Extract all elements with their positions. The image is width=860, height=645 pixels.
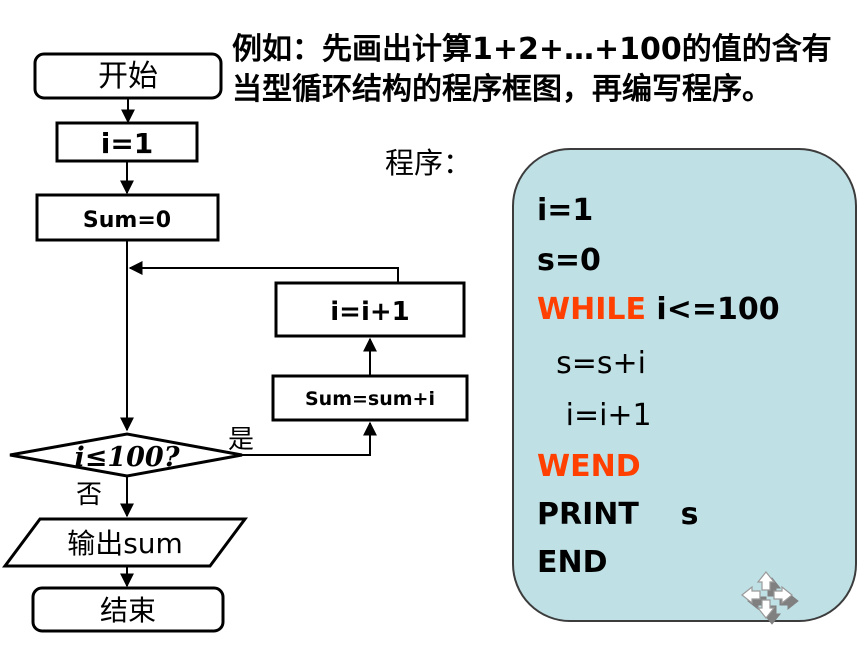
code-line-2: s=0	[537, 243, 601, 278]
accumulate-label: Sum=sum+i	[305, 388, 435, 410]
code-line-7: PRINT s	[537, 497, 699, 532]
increment-label: i=i+1	[330, 297, 410, 327]
code-line-8: END	[537, 545, 608, 580]
keyword-while: WHILE	[537, 292, 646, 327]
code-line-3: WHILE i<=100	[537, 292, 780, 327]
program-label: 程序：	[385, 146, 473, 180]
code-line-1: i=1	[537, 193, 594, 228]
end-label: 结束	[100, 594, 156, 627]
code-line-6: WEND	[537, 449, 641, 484]
init-sum-box	[35, 193, 220, 242]
init-sum-label: Sum=0	[83, 208, 171, 233]
init-i-label: i=1	[101, 127, 154, 160]
description-expression: 1+2+…+100	[472, 32, 682, 67]
decision-diamond	[9, 432, 243, 478]
description-prefix: 例如：先画出计算	[232, 32, 472, 67]
code-line-5: i=i+1	[537, 398, 652, 433]
code-line-4: s=s+i	[537, 346, 646, 381]
start-label: 开始	[98, 59, 158, 94]
description-line-2: 当型循环结构的程序框图，再编写程序。	[232, 72, 772, 107]
loop-back-line	[128, 261, 399, 283]
output-parallelogram	[2, 517, 248, 568]
flowchart: 开始 i=1 Sum=0 i=i+1 Sum=sum+i 是 i≤100? 否 …	[2, 52, 469, 633]
no-label: 否	[76, 480, 102, 510]
code-box	[512, 148, 857, 622]
yes-label: 是	[228, 425, 254, 455]
end-terminal	[31, 586, 225, 633]
increment-box	[274, 281, 466, 338]
yes-branch-line	[240, 421, 377, 456]
output-label: 输出sum	[67, 527, 183, 560]
move-arrows-icon[interactable]	[738, 570, 806, 628]
decision-label: i≤100?	[74, 442, 180, 473]
description-line-1: 例如：先画出计算1+2+…+100的值的含有	[232, 24, 832, 68]
accumulate-box	[271, 374, 469, 422]
description-suffix: 的值的含有	[681, 32, 832, 67]
while-condition: i<=100	[645, 292, 780, 327]
